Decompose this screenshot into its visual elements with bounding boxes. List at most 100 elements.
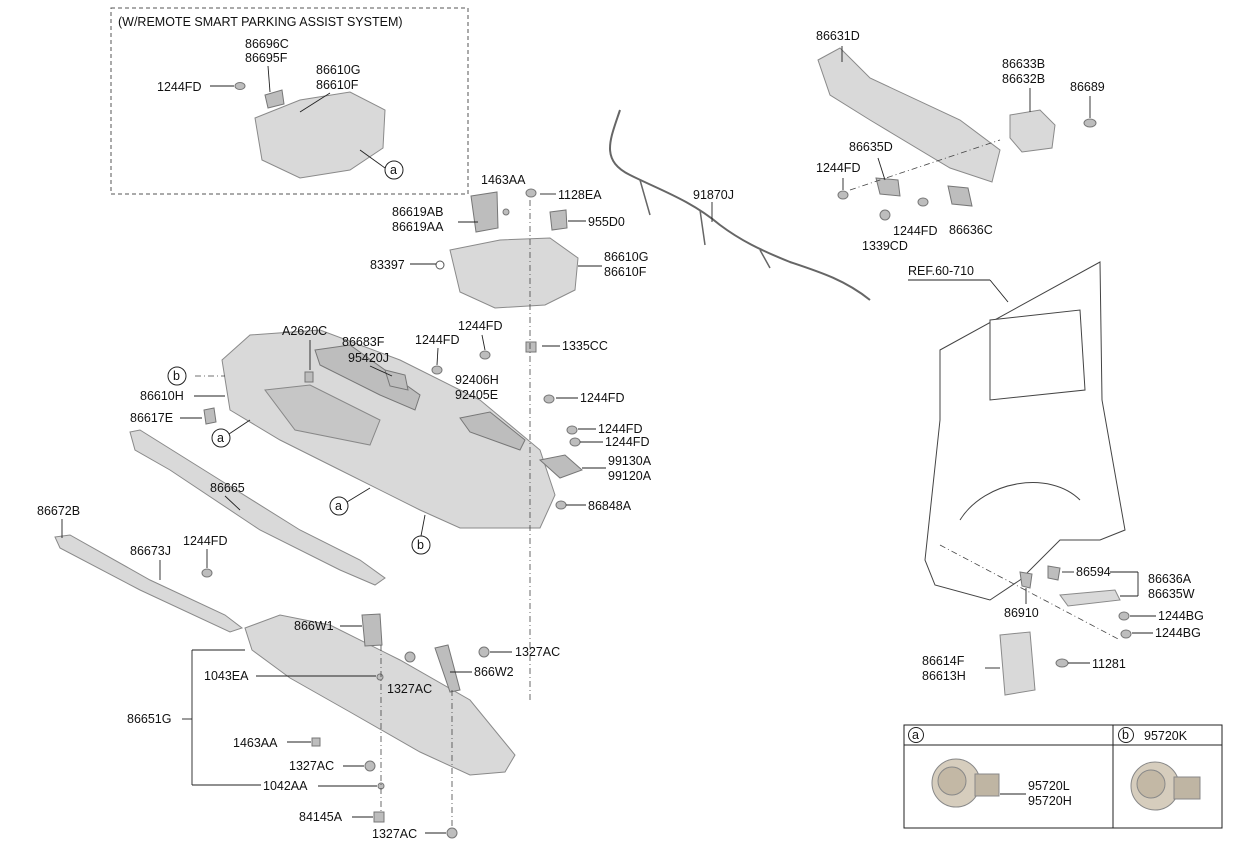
- bracket-86683F: [314, 344, 421, 411]
- legend-a-circle: [908, 727, 924, 743]
- callout-b-2-text: b: [417, 538, 424, 552]
- label-11281: 11281: [1092, 657, 1126, 671]
- label-86617E: 86617E: [130, 411, 173, 425]
- clip-84145A: [373, 811, 385, 823]
- callout-b-1-text: b: [173, 369, 180, 383]
- cover-86619AB: [470, 191, 499, 233]
- callout-a-2-text: a: [335, 499, 342, 513]
- bracket-86633B: [1009, 109, 1056, 153]
- grommet-86594: [1047, 565, 1061, 581]
- label-86619AA: 86619AA: [392, 220, 444, 234]
- bracket-86636A: [1059, 589, 1121, 607]
- nut-1339CD: [879, 209, 891, 221]
- label-1244FD-c4: 1244FD: [598, 422, 642, 436]
- legend-b-part: 95720K: [1144, 729, 1188, 743]
- screw-1043EA: [376, 673, 384, 681]
- side-bracket-86610G: [449, 237, 579, 309]
- label-86636A: 86636A: [1148, 572, 1192, 586]
- bolt-1244FD-c2: [431, 365, 443, 375]
- label-86673J: 86673J: [130, 544, 171, 558]
- beam-86631D: [817, 47, 1001, 183]
- label-1327AC-4: 1327AC: [372, 827, 417, 841]
- label-1339CD: 1339CD: [862, 239, 908, 253]
- legend-95720L: 95720L: [1028, 779, 1070, 793]
- label-86610G-inset: 86610G: [316, 63, 360, 77]
- label-1244FD-l: 1244FD: [183, 534, 227, 548]
- label-86610F-inset: 86610F: [316, 78, 359, 92]
- sensor-legend-table: a b 95720K 95720L 95720H: [903, 724, 1223, 829]
- label-86910: 86910: [1004, 606, 1039, 620]
- nut-1327AC-1: [478, 646, 490, 658]
- lamp-99130A: [538, 454, 583, 479]
- bracket-866W2: [434, 644, 461, 693]
- label-86672B: 86672B: [37, 504, 80, 518]
- callout-a-inset: [384, 160, 404, 180]
- sensor-95720L-image: [931, 758, 1000, 808]
- label-99130A: 99130A: [608, 454, 652, 468]
- label-86633B: 86633B: [1002, 57, 1045, 71]
- label-1244FD-inset: 1244FD: [157, 80, 201, 94]
- label-1244BG-2: 1244BG: [1155, 626, 1201, 640]
- nut-1327AC-2: [404, 651, 416, 663]
- label-1244FD-r1: 1244FD: [816, 161, 860, 175]
- label-86636C: 86636C: [949, 223, 993, 237]
- clip-1463AA-top: [502, 208, 510, 216]
- label-83397: 83397: [370, 258, 405, 272]
- label-86631D: 86631D: [816, 29, 860, 43]
- ref-note: REF.60-710: [908, 264, 974, 278]
- label-86614F: 86614F: [922, 654, 965, 668]
- label-92406H: 92406H: [455, 373, 499, 387]
- clip-A2620C: [304, 371, 314, 383]
- legend-b-circle: [1118, 727, 1134, 743]
- label-99120A: 99120A: [608, 469, 652, 483]
- bolt-1244FD-c1: [479, 350, 491, 360]
- label-86619AB: 86619AB: [392, 205, 443, 219]
- bolt-1244FD-r2: [917, 197, 929, 207]
- label-1327AC-1: 1327AC: [515, 645, 560, 659]
- body-ref-panel: [924, 261, 1126, 601]
- label-92405E: 92405E: [455, 388, 498, 402]
- label-866W2: 866W2: [474, 665, 514, 679]
- callout-b-1: [167, 366, 187, 386]
- label-86683F: 86683F: [342, 335, 385, 349]
- label-86635D: 86635D: [849, 140, 893, 154]
- label-86632B: 86632B: [1002, 72, 1045, 86]
- garnish-86617E: [203, 407, 217, 425]
- bolt-11281: [1055, 658, 1069, 668]
- sensor-95720K-image: [1130, 761, 1201, 811]
- nut-1327AC-4: [446, 827, 458, 839]
- label-955D0: 955D0: [588, 215, 625, 229]
- inset-title: (W/REMOTE SMART PARKING ASSIST SYSTEM): [118, 15, 403, 29]
- label-1463AA-b: 1463AA: [233, 736, 278, 750]
- label-1463AA-top: 1463AA: [481, 173, 526, 187]
- bolt-1244FD-c3: [543, 394, 555, 404]
- label-86665: 86665: [210, 481, 245, 495]
- bolt-1244FD-l: [201, 568, 213, 578]
- nut-1327AC-3: [364, 760, 376, 772]
- label-1244FD-c5: 1244FD: [605, 435, 649, 449]
- seal-83397: [435, 260, 445, 270]
- label-86594: 86594: [1076, 565, 1111, 579]
- label-86651G: 86651G: [127, 712, 171, 726]
- label-95420J: 95420J: [348, 351, 389, 365]
- bumper-lip-86665: [129, 429, 386, 586]
- label-866W1: 866W1: [294, 619, 334, 633]
- bolt-86689: [1083, 118, 1097, 128]
- bolt-1244FD-r1: [837, 190, 849, 200]
- legend-95720H: 95720H: [1028, 794, 1072, 808]
- label-86689: 86689: [1070, 80, 1105, 94]
- bracket-866W1: [361, 613, 383, 647]
- bolt-1244FD-c5: [569, 437, 581, 447]
- label-1327AC-2: 1327AC: [387, 682, 432, 696]
- inset-bracket-86610: [254, 91, 386, 179]
- bracket-92406H: [459, 411, 526, 451]
- bolt-1244BG-2: [1120, 629, 1132, 639]
- label-1244FD-c3: 1244FD: [580, 391, 624, 405]
- legend-b-label: b: [1122, 728, 1129, 742]
- inset-frame: [110, 7, 469, 195]
- label-1042AA: 1042AA: [263, 779, 308, 793]
- legend-a-label: a: [912, 728, 919, 742]
- under-cover-86651G: [244, 614, 516, 776]
- garnish-86672B: [54, 534, 244, 633]
